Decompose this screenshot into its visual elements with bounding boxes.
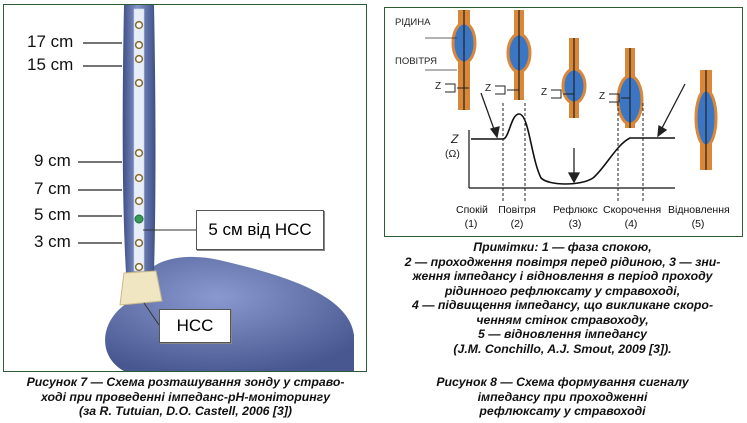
- phase-name: Відновлення: [668, 204, 730, 216]
- marker-5cm: 5 cm: [34, 205, 71, 224]
- phase-number: (4): [624, 218, 638, 230]
- figure-7-caption: Рисунок 7 — Схема розташування зонду у с…: [3, 375, 368, 419]
- z-marker-3: Z: [541, 87, 548, 98]
- caption-line: імпедансу при проходженні: [477, 389, 648, 404]
- z-marker-2: Z: [485, 83, 492, 94]
- segment-rest: [451, 10, 477, 110]
- phase-name: Рефлюкс: [553, 204, 598, 216]
- phase-label-reflux: Рефлюкс (3): [553, 203, 598, 231]
- sphincter-band: [119, 270, 163, 306]
- notes-line: 4 — підвищення імпедансу, що викликане с…: [411, 298, 714, 312]
- marker-9cm: 9 cm: [34, 151, 71, 170]
- y-axis-unit: (Ω): [445, 148, 460, 160]
- marker-17cm: 17 cm: [27, 32, 74, 51]
- notes-line: рідинного рефлюксату у стравоході,: [444, 283, 681, 298]
- callout-5cm-from-hcc: 5 см від НСС: [196, 210, 324, 250]
- marker-15cm: 15 cm: [27, 55, 74, 74]
- impedance-diagram: [425, 10, 718, 203]
- impedance-curve: [471, 113, 675, 185]
- notes-line: (J.M. Conchillo, A.J. Smout, 2009 [3]).: [453, 341, 672, 356]
- label-fluid: РІДИНА: [395, 17, 431, 28]
- phase-label-air: Повітря (2): [497, 203, 537, 231]
- caption-line: (за R. Tutuian, D.O. Castell, 2006 [3]): [78, 404, 293, 418]
- phase-label-recovery: Відновлення (5): [668, 203, 730, 231]
- notes-line: ченням стінок стравоходу,: [476, 312, 649, 327]
- phase-number: (5): [691, 218, 705, 230]
- label-air: ПОВІТРЯ: [395, 56, 437, 67]
- figure-8-notes: Примітки: 1 — фаза спокою, 2 — проходжен…: [384, 240, 741, 356]
- phase-number: (1): [464, 218, 478, 230]
- impedance-sensors: [134, 20, 144, 272]
- notes-line: Примітки: 1 — фаза спокою,: [473, 240, 652, 254]
- notes-line: 2 — проходження повітря перед рідиною, 3…: [404, 254, 721, 269]
- figure-7-panel: 17 cm 15 cm 9 cm 7 cm 5 cm 3 cm 5 см від…: [3, 4, 367, 372]
- figure-8-caption: Рисунок 8 — Схема формування сигналу імп…: [384, 375, 741, 419]
- segment-reflux: [561, 38, 587, 118]
- phase-number: (3): [568, 218, 582, 230]
- marker-3cm: 3 cm: [34, 232, 71, 251]
- figure-8-panel: РІДИНА ПОВІТРЯ Z Z Z Z Z (Ω) Спокій (1) …: [384, 7, 743, 237]
- phase-name: Спокій: [456, 204, 488, 216]
- phase-number: (2): [510, 218, 524, 230]
- phase-name: Повітря: [498, 204, 536, 216]
- segment-recovery: [694, 70, 718, 170]
- segment-air: [506, 10, 532, 100]
- notes-line: 5 — відновлення імпедансу: [477, 327, 648, 341]
- callout-hcc: НСС: [159, 309, 231, 343]
- phase-label-rest: Спокій (1): [456, 203, 488, 231]
- y-axis-label: Z: [451, 132, 459, 146]
- ph-sensor: [134, 214, 144, 224]
- caption-line: рефлюксату у стравоході: [479, 404, 646, 418]
- z-marker-1: Z: [435, 81, 442, 92]
- caption-line: Рисунок 8 — Схема формування сигналу: [436, 375, 689, 389]
- notes-line: ження імпедансу і відновлення в період п…: [412, 269, 713, 283]
- marker-7cm: 7 cm: [34, 179, 71, 198]
- phase-name: Скорочення: [603, 204, 662, 216]
- caption-line: Рисунок 7 — Схема розташування зонду у с…: [26, 375, 345, 389]
- phase-label-contraction: Скорочення (4): [603, 203, 662, 231]
- caption-line: ході при проведенні імпеданс-рН-монітори…: [40, 389, 331, 404]
- z-marker-4: Z: [599, 91, 606, 102]
- segment-contraction: [616, 48, 644, 128]
